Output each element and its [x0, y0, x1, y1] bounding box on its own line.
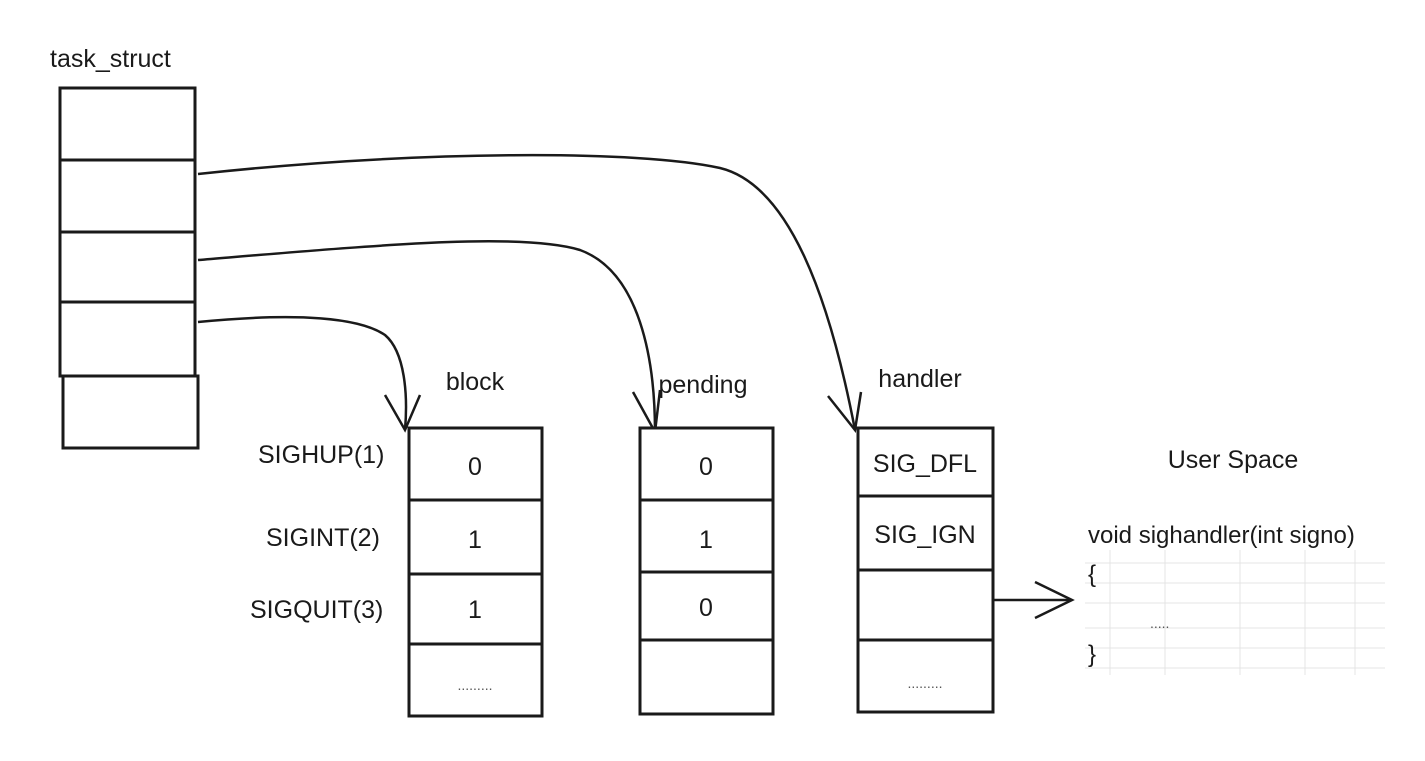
arrow-to-pending	[197, 239, 657, 433]
pending-cell: 0	[699, 594, 713, 622]
user-space-code-body: .....	[1150, 615, 1169, 631]
user-space-code-open-brace: {	[1088, 561, 1096, 588]
arrow-head-pending	[631, 389, 662, 437]
user-space-code-close-brace: }	[1088, 641, 1096, 668]
user-space-grid	[1085, 550, 1385, 675]
task-struct-title: task_struct	[50, 45, 171, 73]
block-cell: 1	[468, 526, 482, 554]
task-struct-slot	[58, 300, 197, 378]
task-struct-slot	[58, 158, 197, 234]
arrow-head-user-space	[1034, 580, 1075, 620]
block-cell: 0	[468, 453, 482, 481]
handler-cell: SIG_DFL	[873, 450, 977, 478]
task-struct-slot	[61, 374, 200, 450]
user-space-code-signature: void sighandler(int signo)	[1088, 522, 1355, 549]
handler-title: handler	[878, 365, 961, 393]
pointer-arrows	[197, 153, 1075, 620]
block-table: 0 1 1 .........	[407, 426, 544, 718]
pending-table: 0 1 0	[638, 426, 775, 716]
block-cell-ellipsis: .........	[457, 677, 492, 693]
arrow-head-block	[383, 394, 422, 433]
signal-label-sighup: SIGHUP(1)	[258, 441, 384, 469]
pending-title: pending	[659, 371, 748, 399]
handler-table: SIG_DFL SIG_IGN .........	[856, 426, 995, 714]
block-title: block	[446, 368, 505, 396]
arrow-to-handler	[197, 153, 857, 431]
task-struct-box	[58, 86, 200, 450]
arrow-to-block	[197, 315, 408, 431]
handler-cell: SIG_IGN	[874, 521, 975, 549]
handler-cell-ellipsis: .........	[907, 675, 942, 691]
block-cell: 1	[468, 596, 482, 624]
task-struct-slot	[58, 230, 197, 304]
user-space-title: User Space	[1168, 446, 1299, 474]
signal-label-sigint: SIGINT(2)	[266, 524, 380, 552]
signal-label-sigquit: SIGQUIT(3)	[250, 596, 383, 624]
pending-cell: 1	[699, 526, 713, 554]
task-struct-slot	[58, 86, 197, 162]
pending-cell: 0	[699, 453, 713, 481]
arrow-head-handler	[827, 391, 863, 434]
